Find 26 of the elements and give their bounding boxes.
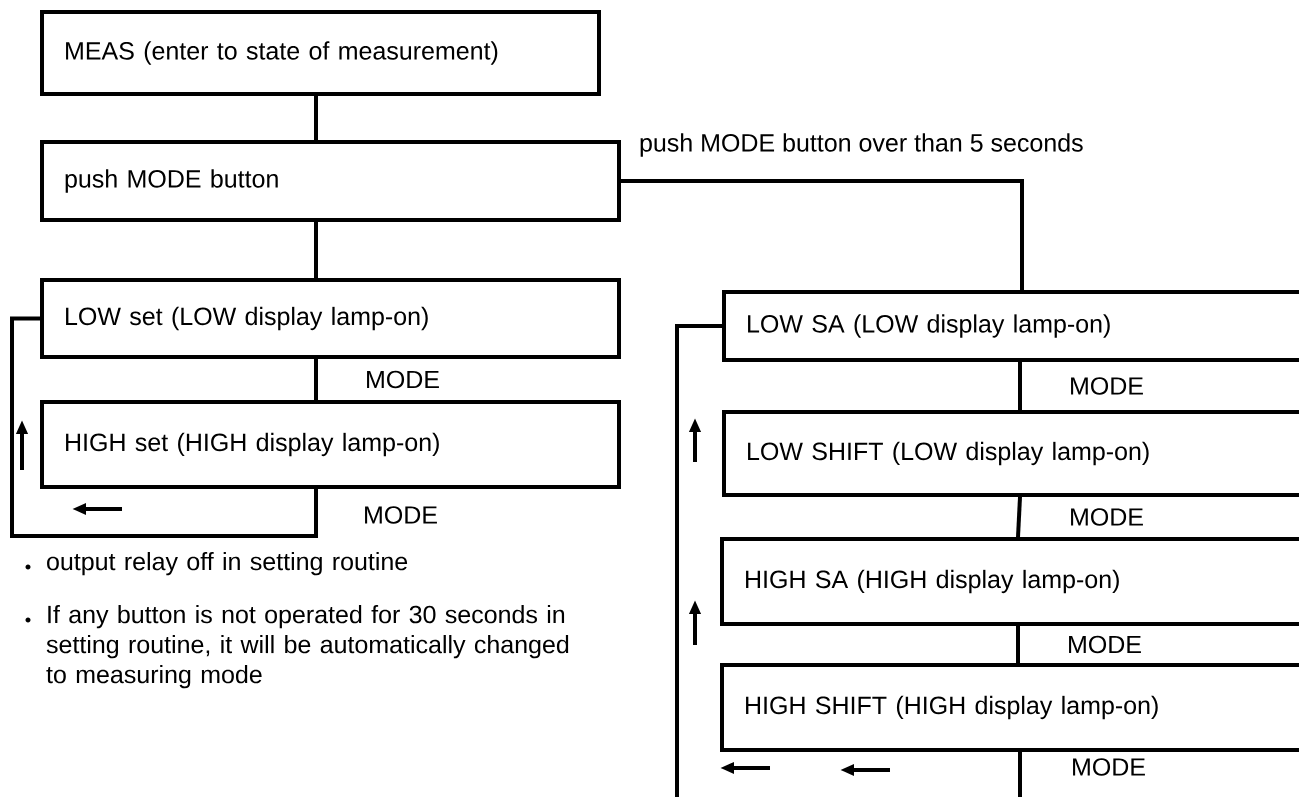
edge-label: MODE xyxy=(365,506,437,524)
edge-label: MODE xyxy=(367,370,439,389)
connector-line xyxy=(1016,496,1022,538)
connector-line xyxy=(1016,626,1020,663)
edge-label: push MODE button over than 5 seconds xyxy=(640,133,1083,157)
edge-label: MODE xyxy=(1071,508,1143,526)
process-box: LOW set (LOW display lamp-on) xyxy=(40,278,621,359)
process-box: push MODE button xyxy=(40,140,621,222)
process-box: HIGH SHIFT (HIGH display lamp-on) xyxy=(720,663,1299,752)
process-box: LOW SHIFT (LOW display lamp-on) xyxy=(722,410,1299,497)
note-text: If any button is not operated for 30 seconds in setting routine, it will be automatically changed to measuring mode xyxy=(46,605,569,689)
process-box: HIGH SA (HIGH display lamp-on) xyxy=(720,537,1299,626)
connector-line xyxy=(314,359,318,400)
process-box: LOW SA (LOW display lamp-on) xyxy=(722,290,1299,362)
connector-line xyxy=(621,179,1024,290)
edge-label: MODE xyxy=(1071,377,1143,395)
note-text: output relay off in setting routine xyxy=(47,552,408,576)
connector-line xyxy=(1018,362,1022,410)
process-box: HIGH set (HIGH display lamp-on) xyxy=(40,400,621,489)
edge-label: MODE xyxy=(1069,635,1141,654)
process-box: MEAS (enter to state of measurement) xyxy=(40,10,601,96)
connector-line xyxy=(314,96,318,140)
edge-label: MODE xyxy=(1073,758,1145,776)
connector-line xyxy=(10,316,318,538)
connector-line xyxy=(314,222,318,278)
connector-line xyxy=(675,324,1022,797)
